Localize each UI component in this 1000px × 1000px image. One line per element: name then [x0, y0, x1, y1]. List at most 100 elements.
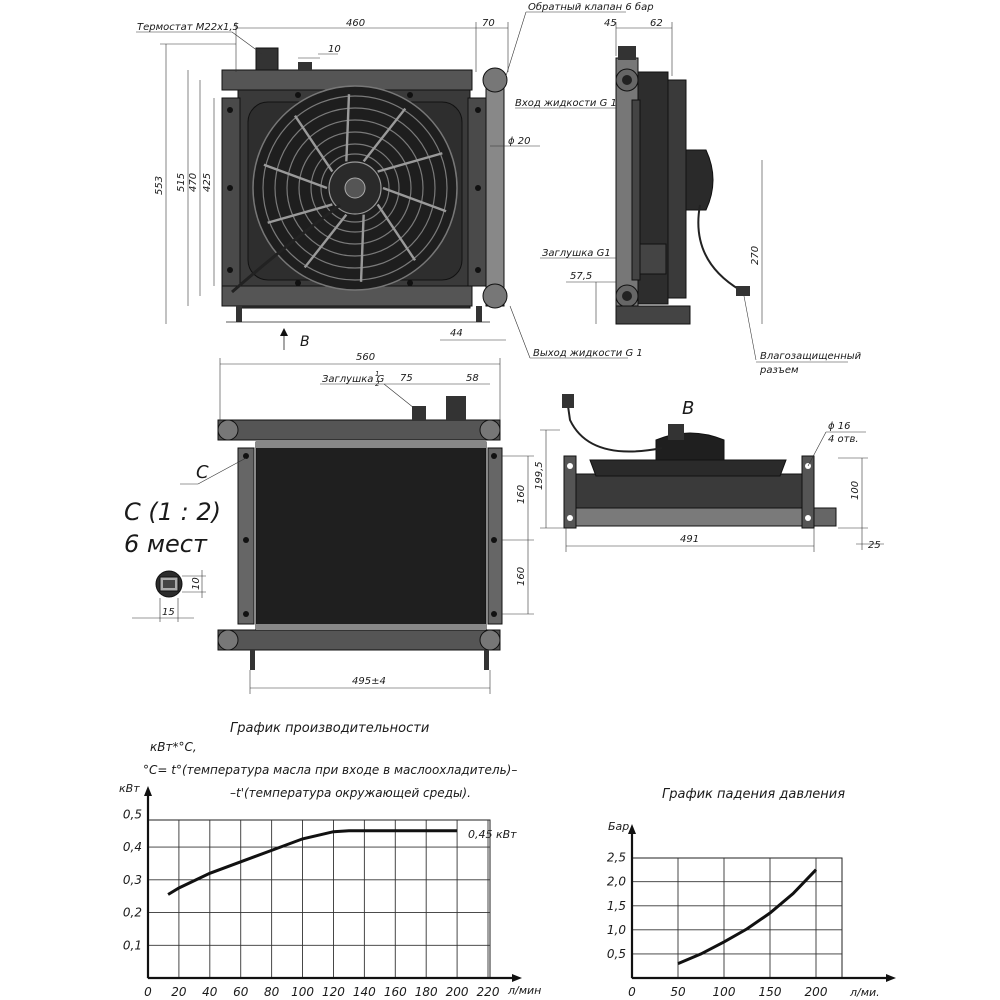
performance-subtitle-2: °С= t°(температура масла при входе в мас… — [143, 763, 517, 777]
top-view: B 199,5 100 491 25 ϕ 16 4 отв. — [534, 394, 884, 552]
chart-y-arrow — [628, 824, 636, 834]
dim-491: 491 — [680, 534, 699, 545]
rear-bottom-tank — [217, 629, 501, 651]
dim-425: 425 — [202, 173, 213, 192]
fan-guard — [262, 95, 448, 281]
holes-dia-callout: ϕ 16 — [828, 421, 851, 432]
top-cable — [567, 405, 663, 453]
fan-guard-ring — [274, 107, 436, 269]
front-left-foot — [236, 306, 242, 322]
rear-plug-num: 1 — [375, 370, 379, 378]
performance-subtitle-1: кВт*°С, — [150, 740, 197, 754]
chart-x-tick-label: 180 — [415, 985, 438, 999]
fan-guard-ring — [262, 95, 448, 281]
side-motor — [685, 149, 714, 211]
chart-y-tick-label: 0,4 — [123, 840, 142, 854]
front-right-foot — [476, 306, 482, 322]
connector-callout-2: разъем — [759, 365, 799, 376]
outlet-callout: Выход жидкости G 1 — [533, 348, 643, 359]
chart-x-arrow — [886, 974, 896, 982]
fan-blades — [263, 94, 447, 282]
pressure-xlabel: л/ми. — [849, 986, 880, 999]
dim-160-a: 160 — [516, 485, 527, 504]
holes-count-callout: 4 отв. — [828, 434, 859, 445]
chart-y-tick-label: 0,5 — [607, 947, 626, 961]
chart-x-arrow — [512, 974, 522, 982]
thermostat-callout: Термостат М22х1,5 — [137, 22, 239, 33]
top-left-bracket — [563, 455, 577, 529]
detail-dim-15: 15 — [162, 607, 175, 618]
performance-title: График производительности — [230, 721, 429, 736]
inlet-callout: Вход жидкости G 1 — [515, 98, 617, 109]
chart-y-tick-label: 2,0 — [607, 875, 626, 889]
chart-x-tick-label: 160 — [384, 985, 407, 999]
fan-hub-cap — [344, 177, 366, 199]
side-view: 45 62 Вход жидкости G 1 ϕ 20 Заглушка G1… — [490, 18, 862, 376]
fan-guard-ring — [320, 153, 390, 223]
fan-spoke — [267, 203, 333, 224]
performance-subtitle-3: –t'(температура окружающей среды). — [230, 786, 471, 800]
fan-guard-ring — [286, 119, 424, 257]
performance-annotation: 0,45 кВт — [468, 828, 517, 841]
dim-58: 58 — [466, 373, 479, 384]
diameter-callout: ϕ 20 — [508, 136, 531, 147]
fan-spoke — [362, 107, 407, 163]
performance-chart: График производительности кВт*°С, °С= t°… — [119, 721, 541, 999]
dim-70: 70 — [482, 18, 495, 29]
dim-10: 10 — [328, 44, 341, 55]
rear-top-tank — [217, 419, 501, 441]
chart-x-tick-label: 100 — [291, 985, 314, 999]
chart-y-arrow — [144, 786, 152, 796]
dim-560: 560 — [356, 352, 375, 363]
chart-x-tick-label: 220 — [477, 985, 500, 999]
chart-grid-frame — [147, 819, 491, 979]
fan-spoke — [359, 214, 365, 282]
section-c-callout: C — [196, 462, 209, 483]
front-right-bracket — [467, 97, 487, 287]
top-view-b: B — [682, 398, 694, 419]
chart-x-tick-label: 150 — [759, 985, 782, 999]
side-foot — [615, 305, 691, 325]
top-right-bracket — [801, 455, 815, 529]
detail-dim-10: 10 — [191, 577, 202, 590]
rear-right-bracket — [487, 447, 503, 625]
chart-y-tick-label: 0,3 — [123, 873, 142, 887]
rear-plug-callout: Заглушка G — [322, 374, 385, 385]
dim-470: 470 — [188, 173, 199, 192]
side-cable — [697, 204, 741, 291]
detail-c: C (1 : 2) 6 мест 10 15 — [124, 498, 221, 622]
dim-45: 45 — [604, 18, 617, 29]
chart-y-tick-label: 0,2 — [123, 906, 142, 920]
fan-spoke — [377, 152, 443, 173]
view-b-label: B — [300, 334, 310, 350]
chart-x-tick-label: 40 — [202, 985, 218, 999]
chart-x-tick-label: 200 — [446, 985, 469, 999]
side-connector — [736, 286, 750, 296]
front-view: 460 70 10 553 515 470 425 44 Термостат М… — [136, 1, 654, 359]
pressure-ylabel: Бар — [608, 820, 629, 833]
side-thermostat — [618, 46, 636, 60]
front-right-pipe-bottom — [482, 283, 508, 309]
chart-x-tick-label: 80 — [264, 985, 280, 999]
plug-callout: Заглушка G1 — [542, 248, 611, 259]
fan-guard-ring — [310, 143, 400, 233]
fan-guard-ring — [298, 131, 412, 245]
chart-y-tick-label: 1,0 — [607, 923, 626, 937]
chart-y-tick-label: 0,1 — [123, 938, 142, 952]
chart-x-tick-label: 20 — [171, 985, 187, 999]
dim-62: 62 — [650, 18, 663, 29]
thermostat-body — [255, 47, 279, 71]
performance-xlabel: л/мин — [507, 984, 541, 997]
fan-spoke — [293, 114, 334, 173]
rear-core — [255, 441, 487, 631]
rear-left-bracket — [237, 447, 255, 625]
chart-x-tick-label: 0 — [144, 985, 152, 999]
pressure-title: График падения давления — [662, 787, 845, 802]
top-motor — [655, 432, 725, 461]
rear-view: 560 75 58 Заглушка G 1 2 160 160 495±4 C — [180, 352, 534, 694]
dim-25: 25 — [868, 540, 881, 551]
chart-x-tick-label: 120 — [322, 985, 345, 999]
chart-x-tick-label: 60 — [233, 985, 249, 999]
dim-44: 44 — [450, 328, 463, 339]
